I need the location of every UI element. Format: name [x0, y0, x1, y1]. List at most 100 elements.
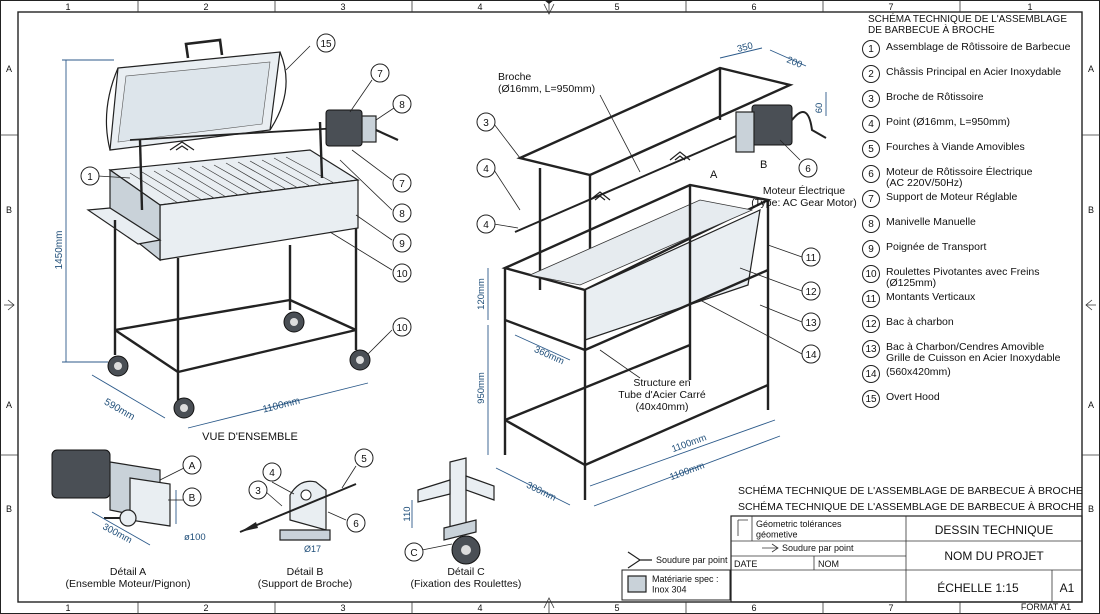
cooking-grate	[129, 156, 335, 204]
detail-b: Ø17 4 5 3 6 Détail B(Support de Broche)	[239, 448, 374, 590]
spit-rod	[129, 127, 341, 141]
legend-number: 3	[862, 90, 880, 108]
soudure-2: Soudure par point	[782, 543, 854, 553]
legend-label: Châssis Principal en Acier Inoxydable	[886, 66, 1062, 78]
row-label: B	[1088, 205, 1094, 215]
dim-height: 1450mm	[54, 231, 65, 270]
motor-label-text: Moteur Électrique	[763, 184, 845, 197]
detail-c-caption-text-line: (Fixation des Roulettes)	[411, 578, 522, 590]
callout-10: 10	[396, 269, 408, 280]
dim-350: 350	[736, 40, 754, 55]
col-label: 7	[888, 603, 893, 613]
legend-item: 5 Fourches à Viande Amovibles	[862, 140, 1092, 165]
detail-spit	[239, 483, 357, 533]
legend-label: Broche de Rôtissoire	[886, 91, 984, 103]
legend-item: 4 Point (Ø16mm, L=950mm)	[862, 115, 1092, 140]
legend-label: Overt Hood	[886, 391, 940, 403]
dim-950: 950mm	[476, 372, 487, 404]
detail-b-caption: Détail B(Support de Broche)	[258, 566, 353, 590]
legend-number: 11	[862, 290, 880, 308]
row-label: B	[1088, 504, 1094, 514]
format-code: A1	[1060, 581, 1075, 595]
dim-60: 60	[814, 103, 825, 114]
detail-a-dia: ø100	[184, 532, 206, 543]
motor-detail	[51, 449, 111, 499]
legend-item: 15 Overt Hood	[862, 390, 1092, 415]
legend-number: 14	[862, 365, 880, 383]
legend-label: Bac à charbon	[886, 316, 954, 328]
detail-b-callout-3: 3	[255, 486, 261, 497]
legend-number: 4	[862, 115, 880, 133]
legend-title: SCHÉMA TECHNIQUE DE L'ASSEMBLAGE DE BARB…	[868, 14, 1067, 36]
dim-360: 360mm	[532, 344, 565, 367]
legend-label: Fourches à Viande Amovibles	[886, 141, 1025, 153]
materiaux-text-line: Inox 304	[652, 584, 687, 594]
legend-number: 5	[862, 140, 880, 158]
detail-b-dim: Ø17	[304, 544, 321, 554]
legend-number: 9	[862, 240, 880, 258]
col-label: 7	[888, 2, 893, 12]
frame-callouts: 3 4 4 6 11 12 13 14	[476, 112, 821, 364]
dim-300: 300mm	[524, 480, 557, 504]
dim-1100a: 1100mm	[670, 432, 708, 455]
legend-label: Bac à Charbon/Cendres Amovible Grille de…	[886, 341, 1061, 364]
callout-4: 4	[483, 164, 489, 175]
detail-c-caption-text: Détail C	[447, 566, 485, 578]
dim-width: 1100mm	[262, 396, 302, 416]
title-heading-2: SCHÉMA TECHNIQUE DE L'ASSEMBLAGE DE BARB…	[738, 500, 1083, 513]
legend-number: 15	[862, 390, 880, 408]
detail-a-caption-text: Détail A	[110, 566, 146, 578]
col-label: 2	[203, 2, 208, 12]
detail-b-caption-text-line: (Support de Broche)	[258, 578, 353, 590]
callout-15: 15	[320, 39, 332, 50]
frame-spit-rod	[514, 129, 751, 233]
legend-number: 12	[862, 315, 880, 333]
col-label: 5	[614, 2, 619, 12]
side-shelf	[86, 207, 162, 245]
format-label: FORMAT A1	[1021, 602, 1071, 612]
col-label: 3	[340, 2, 345, 12]
assembled-view: 1450mm 590mm 1100mm 15 7 8 1 7 8 9 10 10	[54, 33, 412, 443]
dim-200: 200	[785, 55, 804, 71]
detail-a-callout-a: A	[189, 461, 196, 472]
parts-legend: SCHÉMA TECHNIQUE DE L'ASSEMBLAGE DE BARB…	[862, 14, 1092, 415]
col-label: 6	[751, 603, 756, 613]
casters	[107, 311, 371, 419]
nom-projet: NOM DU PROJET	[944, 549, 1044, 563]
column-labels-top: 1 2 3 4 5 6 7 1	[65, 2, 1032, 12]
row-label: B	[6, 205, 12, 215]
legend-label: Point (Ø16mm, L=950mm)	[886, 116, 1011, 128]
echelle: ÉCHELLE 1:15	[937, 580, 1019, 595]
legend-item: 9 Poignée de Transport	[862, 240, 1092, 265]
callout-6: 6	[805, 164, 811, 175]
dim-1100b: 1100mm	[668, 460, 706, 483]
detail-a: 300mm ø100 A B Détail A(Ensemble Moteur/…	[51, 449, 206, 590]
materiaux-text: Matériarie spec :	[652, 574, 719, 584]
legend-label: Poignée de Transport	[886, 241, 987, 253]
frame-legs	[503, 185, 770, 500]
col-label: 2	[203, 603, 208, 613]
motor-body	[325, 109, 363, 147]
date-label: DATE	[734, 559, 757, 569]
assembled-callouts: 15 7 8 1 7 8 9 10 10	[80, 33, 412, 355]
legend-label: Support de Moteur Réglable	[886, 191, 1018, 203]
callout-9: 9	[399, 239, 405, 250]
detail-a-callout-b: B	[189, 493, 196, 504]
broche-label: Broche(Ø16mm, L=950mm)	[498, 71, 595, 95]
structure-label-text-line: (40x40mm)	[635, 401, 688, 413]
legend-label: (560x420mm)	[886, 366, 951, 378]
callout-12: 12	[805, 287, 817, 298]
col-label: 1	[65, 603, 70, 613]
detail-b-callout-4: 4	[269, 468, 275, 479]
detail-c-callout-c: C	[410, 548, 417, 559]
callout-3: 3	[483, 118, 489, 129]
structure-label-text-line: Tube d'Acier Carré	[618, 389, 706, 401]
frame-view: Broche(Ø16mm, L=950mm) Moteur Électrique…	[476, 40, 857, 507]
